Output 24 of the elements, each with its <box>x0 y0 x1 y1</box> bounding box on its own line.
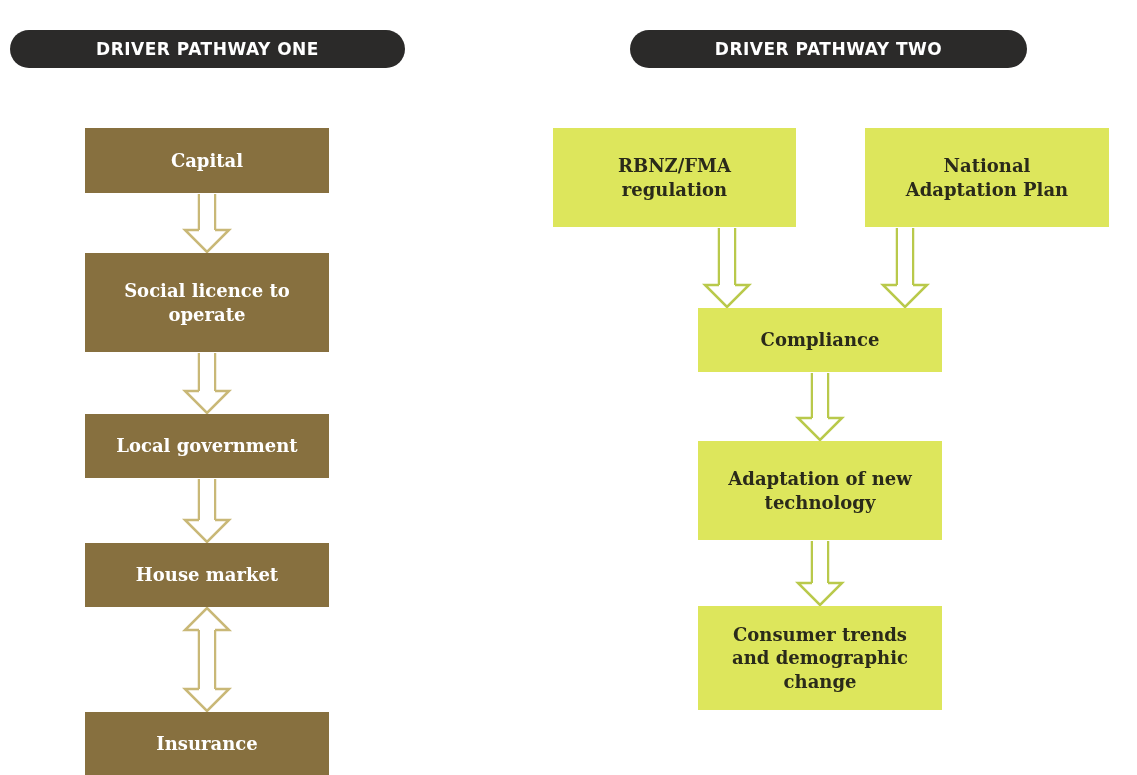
node-label: DRIVER PATHWAY ONE <box>96 37 319 61</box>
node-label: Insurance <box>156 731 258 756</box>
process-box <box>698 308 942 372</box>
process-box <box>865 128 1109 227</box>
process-box <box>85 712 329 775</box>
node-label: Consumer trends and demographic change <box>731 622 909 694</box>
process-box <box>698 606 942 710</box>
process-box <box>85 414 329 478</box>
node-label: Social licence to operate <box>123 279 291 326</box>
process-box <box>85 253 329 352</box>
node-label: DRIVER PATHWAY TWO <box>714 37 943 61</box>
process-box <box>85 543 329 607</box>
pathway-header-pill <box>10 30 405 68</box>
pathway-header-pill <box>630 30 1027 68</box>
node-label: Local government <box>116 434 298 458</box>
node-label: Capital <box>170 148 244 173</box>
node-label: Adaptation of new technology <box>728 467 912 514</box>
node-label: RBNZ/FMA regulation <box>617 154 733 201</box>
process-box <box>698 441 942 540</box>
node-label: House market <box>135 563 279 587</box>
process-box <box>553 128 796 227</box>
node-label: National Adaptation Plan <box>904 154 1070 201</box>
node-label: Compliance <box>760 328 880 352</box>
process-box <box>85 128 329 193</box>
